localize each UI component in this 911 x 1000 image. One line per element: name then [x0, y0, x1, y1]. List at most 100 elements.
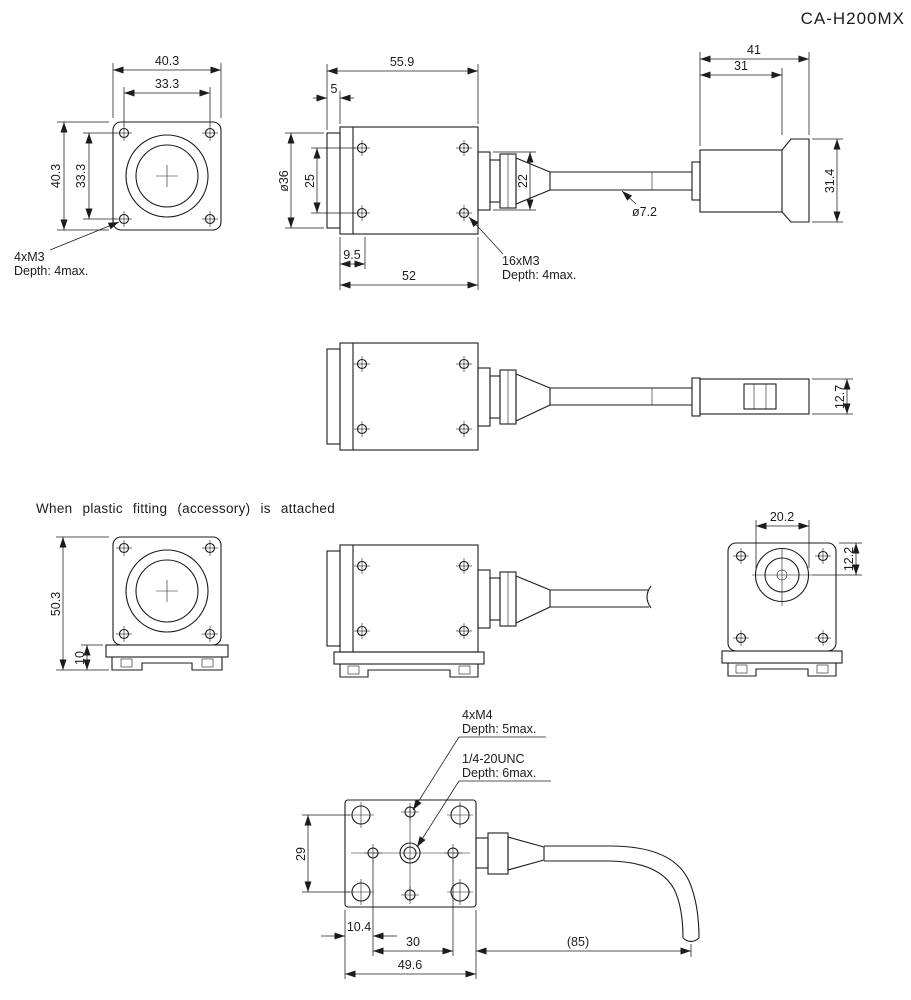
- dim-rear-connector-offset: 12.2: [812, 542, 862, 576]
- fitting-hole-icon: [347, 801, 375, 829]
- bottom-body-outline: [344, 799, 477, 908]
- fitting-base-outline: [111, 657, 223, 671]
- dim-side-rear-block: 22: [493, 151, 536, 211]
- screw-hole-icon: [814, 629, 832, 647]
- dim-bottom-base-width: 49.6: [345, 910, 477, 979]
- screw-hole-icon: [201, 210, 219, 228]
- screw-hole-icon: [353, 420, 371, 438]
- fitting-side-view: [326, 544, 652, 678]
- front-body-outline: [112, 121, 222, 231]
- dim-side-body-length: 52: [339, 237, 479, 290]
- connector-body-outline: [699, 378, 810, 415]
- dim-side-length-total: 55.9: [326, 55, 479, 130]
- fitting-hole-icon: [446, 801, 474, 829]
- note-text-front-screws-2: Depth: 4max.: [14, 264, 88, 278]
- dim-front-width-screws: 33.3: [123, 77, 211, 126]
- dim-side-lens-protrusion: 5: [313, 82, 354, 124]
- lens-barrel-outline: [326, 348, 341, 445]
- fitting-front-view: 50.3 10: [49, 536, 229, 671]
- fitting-plate-outline: [105, 644, 229, 658]
- note-text-side-screws-2: Depth: 4max.: [502, 268, 576, 282]
- top-view: 12.7: [326, 342, 853, 451]
- fitting-hole-icon: [347, 878, 375, 906]
- fitting-base-outline: [727, 663, 837, 677]
- bottom-cable: [475, 832, 700, 943]
- dim-connector-body-length: 31: [700, 59, 783, 135]
- dim-text-bottom-base-width: 49.6: [398, 958, 422, 972]
- dim-text-bottom-hole-pitch-h: 30: [406, 935, 420, 949]
- dim-side-lens-dia: ø36: [277, 132, 324, 229]
- top-connector: [699, 378, 810, 415]
- dim-text-side-screw-span: 25: [303, 174, 317, 188]
- fitting-rear-body: [727, 542, 837, 652]
- dim-text-side-front-to-screw: 9.5: [343, 248, 360, 262]
- m4-hole-icon: [400, 802, 420, 822]
- screw-hole-icon: [201, 124, 219, 142]
- m4-hole-icon: [363, 843, 383, 863]
- fitting-side-rear-cable: [477, 569, 652, 629]
- screw-hole-icon: [115, 625, 133, 643]
- note-text-cable-dia: ø7.2: [632, 205, 657, 219]
- dim-text-bottom-hole-pitch-v: 29: [294, 847, 308, 861]
- dim-fitting-height-total: 50.3: [49, 536, 109, 671]
- dim-text-rear-connector-offset: 12.2: [842, 547, 856, 571]
- dim-front-height-outer: 40.3: [49, 121, 109, 231]
- lens-mount-outer-circle: [125, 134, 209, 218]
- screw-hole-icon: [353, 355, 371, 373]
- screw-hole-icon: [455, 622, 473, 640]
- dim-text-front-height-screws: 33.3: [74, 164, 88, 188]
- bottom-view: 4xM4 Depth: 5max. 1/4-20UNC Depth: 6max.…: [294, 708, 700, 979]
- top-body: [326, 342, 479, 451]
- tripod-mount-outer-circle: [399, 842, 421, 864]
- dim-text-front-height-outer: 40.3: [49, 164, 63, 188]
- fitting-note: When plastic fitting (accessory) is atta…: [36, 501, 335, 516]
- tripod-mount-inner-circle: [403, 846, 417, 860]
- screw-hole-icon: [115, 539, 133, 557]
- dim-text-connector-body-length: 31: [734, 59, 748, 73]
- dim-text-front-width-outer: 40.3: [155, 54, 179, 68]
- cable-gland-outline: [515, 373, 551, 422]
- drawing-title: CA-H200MX: [801, 9, 905, 28]
- side-connector: [699, 138, 810, 223]
- dim-bottom-hole-pitch-h: 30: [373, 860, 454, 956]
- note-text-m4-2: Depth: 5max.: [462, 722, 536, 736]
- bottom-body: [344, 799, 477, 908]
- cable-gland-outline: [515, 575, 551, 624]
- dim-text-fitting-height: 10: [73, 651, 87, 665]
- cable-line: [544, 860, 684, 939]
- connector-head-outline: [781, 138, 810, 223]
- screw-hole-icon: [353, 139, 371, 157]
- dim-text-rear-connector-dia: 20.2: [770, 510, 794, 524]
- dim-front-height-screws: 33.3: [74, 132, 117, 220]
- connector-latch-outline: [743, 383, 777, 410]
- screw-hole-icon: [732, 629, 750, 647]
- front-view: 40.3 33.3 40.3 33.3 4xM3 Depth: 4max.: [14, 54, 222, 278]
- plastic-fitting-front: [105, 644, 229, 671]
- dim-front-width-outer: 40.3: [112, 54, 222, 118]
- side-view: 55.9 5 ø36 25 22 9.5: [277, 43, 843, 290]
- screw-hole-icon: [115, 210, 133, 228]
- dim-top-connector-width: 12.7: [812, 378, 853, 415]
- dim-bottom-hole-pitch-v: 29: [294, 814, 350, 893]
- screw-hole-icon: [455, 139, 473, 157]
- screw-hole-icon: [455, 355, 473, 373]
- cable-break-mark: [646, 585, 652, 609]
- fitting-rear-view: 20.2 12.2: [721, 510, 862, 677]
- note-tripod-mount: 1/4-20UNC Depth: 6max.: [416, 752, 551, 848]
- screw-hole-icon: [353, 204, 371, 222]
- dim-connector-length-total: 41: [699, 43, 810, 146]
- top-rear-cable: [477, 367, 701, 427]
- lens-mount-inner-circle: [135, 559, 199, 623]
- m4-hole-icon: [443, 843, 463, 863]
- side-rear-cable: [477, 151, 701, 211]
- top-body-outline: [339, 342, 479, 451]
- cable-gland-outline: [507, 836, 545, 871]
- fitting-hole-icon: [446, 878, 474, 906]
- fitting-side-body: [326, 544, 479, 653]
- screw-hole-icon: [201, 625, 219, 643]
- dim-side-front-to-screw: 9.5: [340, 237, 366, 269]
- lens-barrel-outline: [326, 550, 341, 647]
- note-m4-holes: 4xM4 Depth: 5max.: [412, 708, 546, 811]
- fitting-front-body: [112, 536, 222, 646]
